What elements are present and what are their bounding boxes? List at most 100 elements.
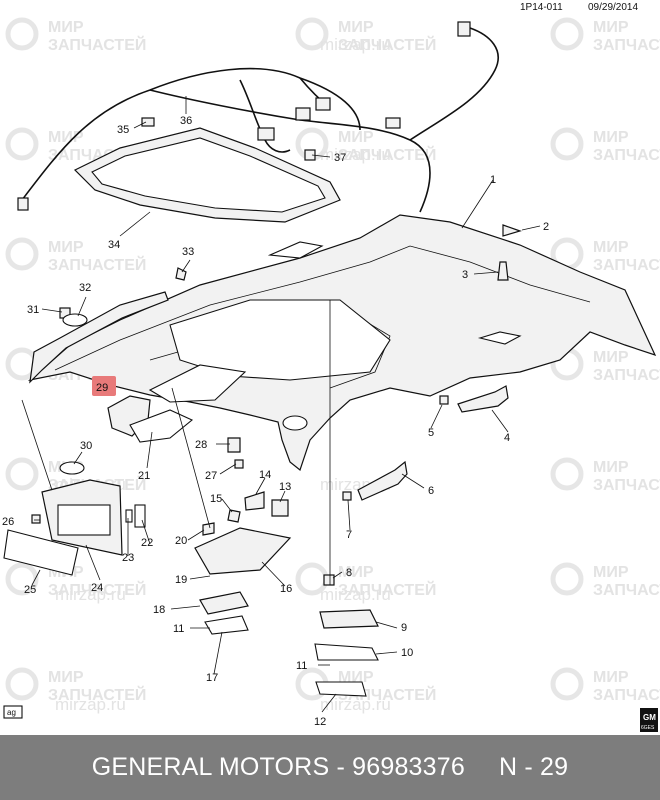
callout-3: 3 — [462, 269, 468, 281]
callout-31: 31 — [27, 304, 39, 316]
watermark-logo-icon — [5, 667, 39, 701]
parts-diagram: МИРЗАПЧАСТЕЙМИРЗАПЧАСТЕЙМИРЗАПЧАСТЕЙМИРЗ… — [2, 2, 660, 732]
callout-27: 27 — [205, 470, 217, 482]
watermark-url: mirzap.ru — [320, 695, 391, 714]
diagram-date: 09/29/2014 — [588, 2, 638, 13]
watermark-url: mirzap.ru — [55, 695, 126, 714]
highlight-box-29 — [92, 376, 116, 396]
watermark-url: mirzap.ru — [320, 35, 391, 54]
callout-19: 19 — [175, 574, 187, 586]
fasteners — [31, 117, 522, 586]
footer-bar: GENERAL MOTORS - 96983376 N - 29 — [0, 735, 660, 800]
watermark-line2: ЗАПЧАСТЕЙ — [48, 255, 146, 274]
callout-23: 23 — [122, 552, 134, 564]
highlighted-part-29 — [107, 395, 194, 443]
watermark-line1: МИР — [593, 239, 629, 256]
wiring-harness — [17, 21, 499, 213]
callout-8: 8 — [346, 567, 352, 579]
gm-logo-text: GM — [643, 713, 656, 722]
callout-37: 37 — [334, 152, 346, 164]
callout-20: 20 — [175, 535, 187, 547]
callout-34: 34 — [108, 239, 120, 251]
watermark-logo-icon — [5, 457, 39, 491]
watermark-line1: МИР — [593, 19, 629, 36]
callout-17: 17 — [206, 672, 218, 684]
callout-labels: 1 2 3 4 5 6 7 8 9 10 11 11 12 13 14 15 1… — [2, 115, 549, 728]
overhead-console — [194, 437, 379, 697]
callout-9: 9 — [401, 622, 407, 634]
callout-28: 28 — [195, 439, 207, 451]
watermark-logo-icon — [5, 127, 39, 161]
watermark-line1: МИР — [48, 239, 84, 256]
watermark-line2: ЗАПЧАСТЕЙ — [48, 35, 146, 54]
watermark-line1: МИР — [593, 349, 629, 366]
watermark-line2: ЗАПЧАСТЕЙ — [593, 580, 660, 599]
sunroof-frame — [73, 127, 341, 223]
callout-29: 29 — [96, 382, 108, 394]
watermark-line2: ЗАПЧАСТЕЙ — [338, 145, 436, 164]
watermark-line2: ЗАПЧАСТЕЙ — [48, 685, 146, 704]
leader-lines — [21, 96, 541, 713]
watermark-line2: ЗАПЧАСТЕЙ — [593, 145, 660, 164]
gm-logo: GM 6GES — [640, 708, 658, 732]
callout-15: 15 — [210, 493, 222, 505]
callout-33: 33 — [182, 246, 194, 258]
callout-4: 4 — [504, 432, 510, 444]
watermark-logo-icon — [5, 237, 39, 271]
callout-12: 12 — [314, 716, 326, 728]
callout-30: 30 — [80, 440, 92, 452]
watermark-line1: МИР — [338, 564, 374, 581]
watermark-logo-icon — [5, 17, 39, 51]
watermark-line1: МИР — [338, 129, 374, 146]
watermark-line1: МИР — [593, 129, 629, 146]
watermark-logo-icon — [550, 457, 584, 491]
watermark-line1: МИР — [593, 669, 629, 686]
watermark-logo-icon — [295, 17, 329, 51]
callout-18: 18 — [153, 604, 165, 616]
footer-page-ref: N - 29 — [498, 753, 569, 781]
callout-11-lower: 11 — [296, 660, 307, 672]
watermark-url: mirzap.ru — [320, 585, 391, 604]
watermark-logo-icon — [550, 127, 584, 161]
callout-7: 7 — [346, 529, 352, 541]
watermark-logo-icon — [5, 562, 39, 596]
callout-36: 36 — [180, 115, 192, 127]
watermark-url: mirzap.ru — [320, 145, 391, 164]
watermark-logo-icon — [550, 17, 584, 51]
callout-26: 26 — [2, 516, 14, 528]
watermark-line2: ЗАПЧАСТЕЙ — [593, 365, 660, 384]
callout-14: 14 — [259, 469, 271, 481]
watermark-line2: ЗАПЧАСТЕЙ — [338, 35, 436, 54]
watermark-line2: ЗАПЧАСТЕЙ — [48, 580, 146, 599]
watermark-line2: ЗАПЧАСТЕЙ — [593, 475, 660, 494]
watermark-line1: МИР — [593, 459, 629, 476]
callout-25: 25 — [24, 584, 36, 596]
ag-badge-text: ag — [7, 708, 16, 717]
callout-32: 32 — [79, 282, 91, 294]
callout-13: 13 — [279, 481, 291, 493]
callout-24: 24 — [91, 582, 103, 594]
callout-16: 16 — [280, 583, 292, 595]
watermark-logo-icon — [550, 562, 584, 596]
watermark-line2: ЗАПЧАСТЕЙ — [338, 580, 436, 599]
watermark-line1: МИР — [48, 669, 84, 686]
ag-badge: ag — [3, 705, 23, 719]
diagram-ref: 1P14-011 — [520, 2, 563, 13]
callout-5: 5 — [428, 427, 434, 439]
watermark-line1: МИР — [593, 564, 629, 581]
callout-2: 2 — [543, 221, 549, 233]
watermark-line2: ЗАПЧАСТЕЙ — [593, 685, 660, 704]
watermark-line1: МИР — [48, 19, 84, 36]
